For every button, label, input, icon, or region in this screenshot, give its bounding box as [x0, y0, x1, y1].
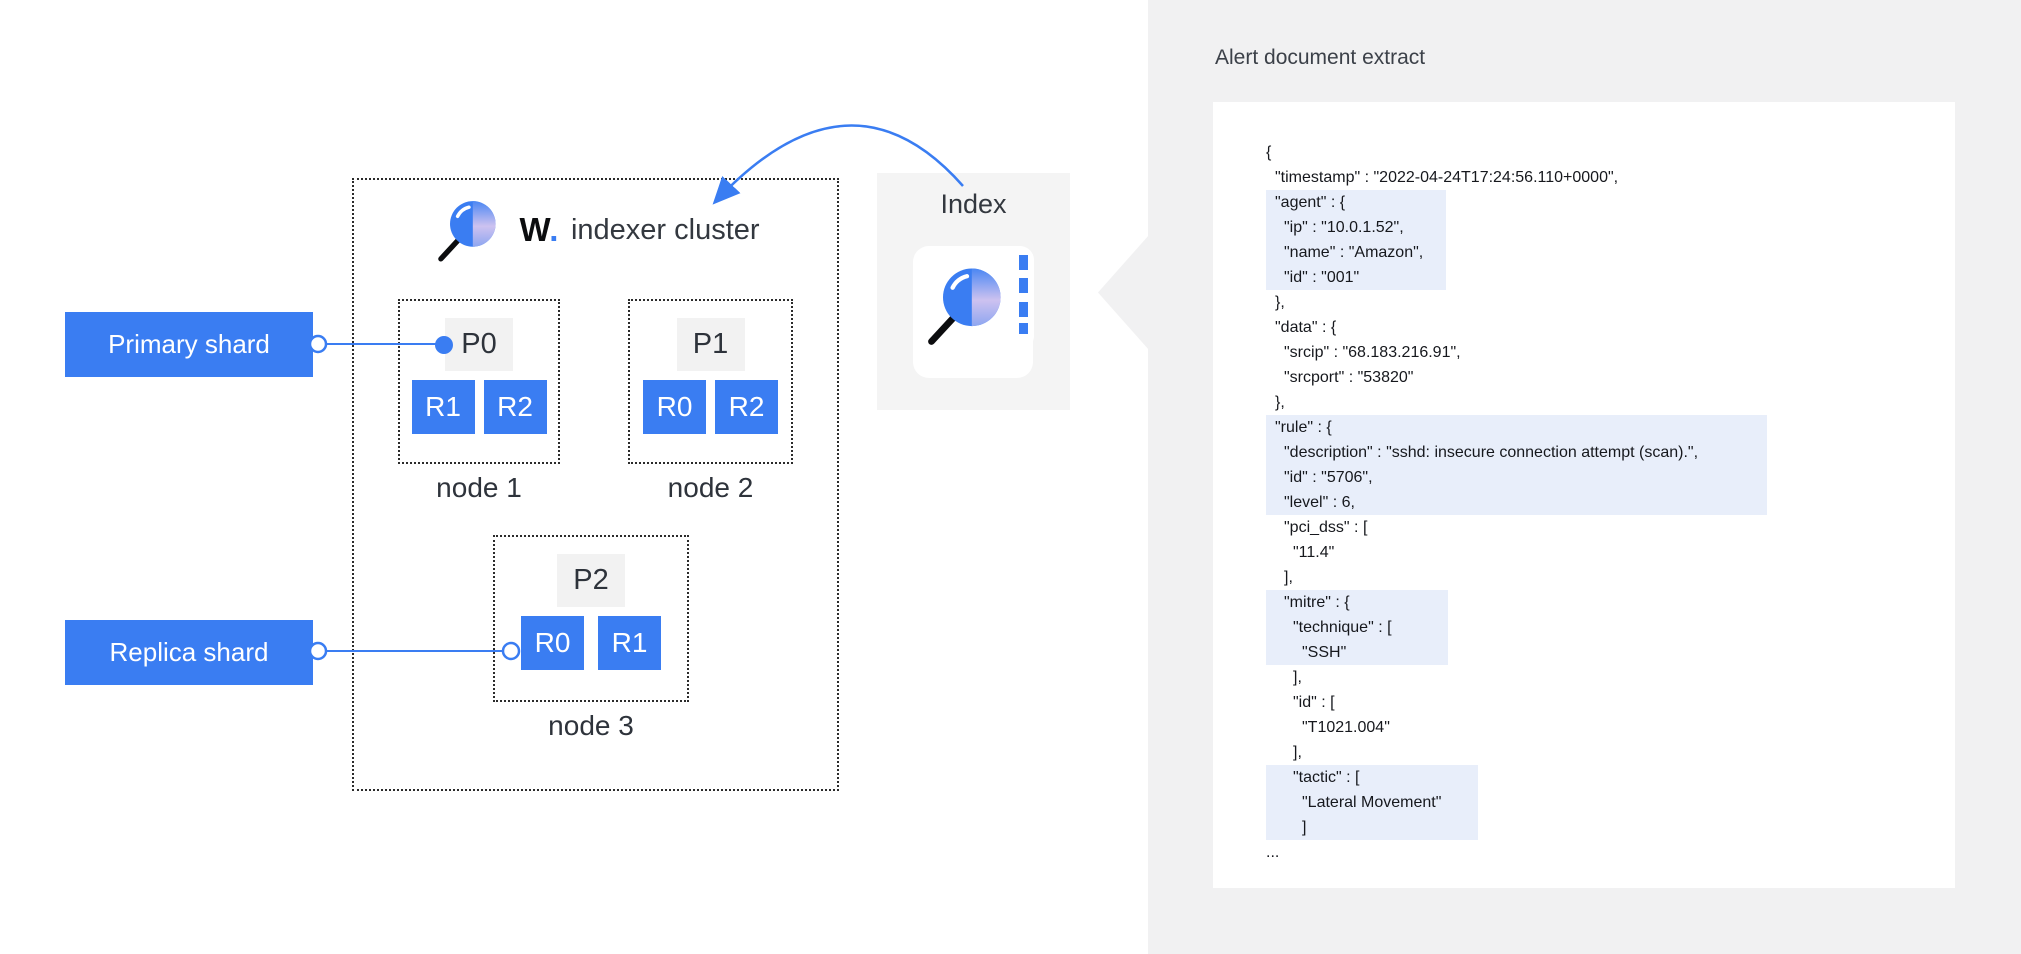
node-label: node 2: [668, 472, 754, 504]
cluster-title: W. indexer cluster: [354, 192, 837, 268]
json-line: "tactic" : [: [1266, 765, 1935, 790]
json-line: ]: [1266, 815, 1935, 840]
index-card-title: Index: [877, 189, 1070, 220]
json-line: },: [1266, 390, 1935, 415]
json-line: ...: [1266, 840, 1935, 865]
document-dash-icon: [1019, 278, 1028, 293]
document-dash-icon: [1019, 323, 1028, 334]
document-dash-icon: [1019, 302, 1028, 317]
replica-row: R0 R1: [521, 616, 661, 670]
index-magnifier-icon: [919, 257, 1015, 353]
json-line: "description" : "sshd: insecure connecti…: [1266, 440, 1935, 465]
index-card: Index: [877, 173, 1070, 410]
json-line: "Lateral Movement": [1266, 790, 1935, 815]
json-line: {: [1266, 140, 1935, 165]
json-line: "SSH": [1266, 640, 1935, 665]
json-line: "id" : [: [1266, 690, 1935, 715]
json-line: "srcport" : "53820": [1266, 365, 1935, 390]
replica-shard-chip: R2: [484, 380, 547, 434]
replica-row: R0R2: [643, 380, 778, 434]
primary-shard-label: Primary shard: [65, 312, 313, 377]
brand-mark: W.: [519, 211, 559, 249]
cluster-title-label: indexer cluster: [571, 214, 760, 247]
json-line: "data" : {: [1266, 315, 1935, 340]
alert-panel: Alert document extract {"timestamp" : "2…: [1148, 0, 2021, 954]
json-line: "agent" : {: [1266, 190, 1935, 215]
node-label: node 3: [548, 710, 634, 742]
panel-pointer-icon: [1098, 235, 1149, 350]
json-line: "11.4": [1266, 540, 1935, 565]
brand-dot: .: [549, 211, 559, 248]
json-line: "ip" : "10.0.1.52",: [1266, 215, 1935, 240]
json-line: ],: [1266, 565, 1935, 590]
replica-shard-chip: R2: [715, 380, 778, 434]
json-line: "mitre" : {: [1266, 590, 1935, 615]
replica-shard-chip: R1: [412, 380, 475, 434]
json-line: "id" : "001": [1266, 265, 1935, 290]
json-line: "pci_dss" : [: [1266, 515, 1935, 540]
primary-shard-chip: P1: [677, 318, 745, 371]
wazuh-magnifier-icon: [431, 192, 507, 268]
json-line: "srcip" : "68.183.216.91",: [1266, 340, 1935, 365]
json-line: "name" : "Amazon",: [1266, 240, 1935, 265]
alert-panel-title: Alert document extract: [1215, 46, 1425, 70]
node-box: P1R0R2node 2: [628, 299, 793, 464]
json-line: ],: [1266, 740, 1935, 765]
json-line: "level" : 6,: [1266, 490, 1935, 515]
json-viewer: {"timestamp" : "2022-04-24T17:24:56.110+…: [1266, 140, 1935, 865]
primary-shard-chip: P0: [445, 318, 513, 371]
replica-shard-chip: R0: [643, 380, 706, 434]
json-line: "rule" : {: [1266, 415, 1935, 440]
document-dash-icon: [1019, 255, 1028, 270]
primary-shard-chip: P2: [557, 554, 625, 607]
json-line: "id" : "5706",: [1266, 465, 1935, 490]
node-box: P2R0R1node 3: [493, 535, 689, 702]
node-box: P0R1R2node 1: [398, 299, 560, 464]
replica-row: R1R2: [412, 380, 547, 434]
replica-shard-chip: R1: [598, 616, 661, 670]
replica-shard-label: Replica shard: [65, 620, 313, 685]
json-line: },: [1266, 290, 1935, 315]
json-line: "timestamp" : "2022-04-24T17:24:56.110+0…: [1266, 165, 1935, 190]
replica-shard-chip: R0: [521, 616, 584, 670]
indexer-cluster-box: W. indexer cluster P0R1R2node 1P1R0R2nod…: [352, 178, 839, 791]
json-line: ],: [1266, 665, 1935, 690]
node-label: node 1: [436, 472, 522, 504]
alert-document-card: {"timestamp" : "2022-04-24T17:24:56.110+…: [1213, 102, 1955, 888]
json-line: "technique" : [: [1266, 615, 1935, 640]
json-line: "T1021.004": [1266, 715, 1935, 740]
